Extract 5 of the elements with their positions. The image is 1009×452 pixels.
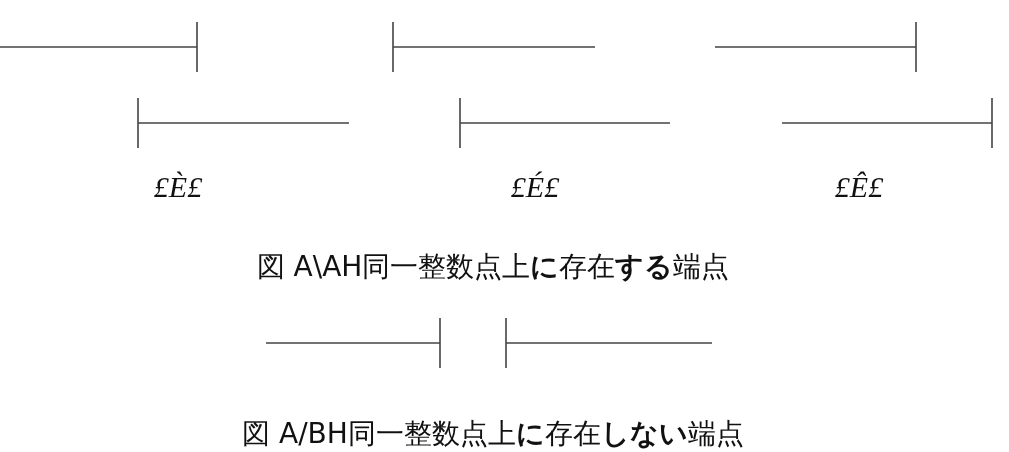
subfigure-label: £È£ — [153, 172, 203, 202]
subfigure-label: £É£ — [510, 172, 560, 202]
subfigure-label: £Ê£ — [834, 172, 884, 202]
figure-caption: 図 A/BH同一整数点上に存在しない端点 — [242, 420, 744, 448]
figure-caption: 図 A\AH同一整数点上に存在する端点 — [256, 253, 730, 281]
